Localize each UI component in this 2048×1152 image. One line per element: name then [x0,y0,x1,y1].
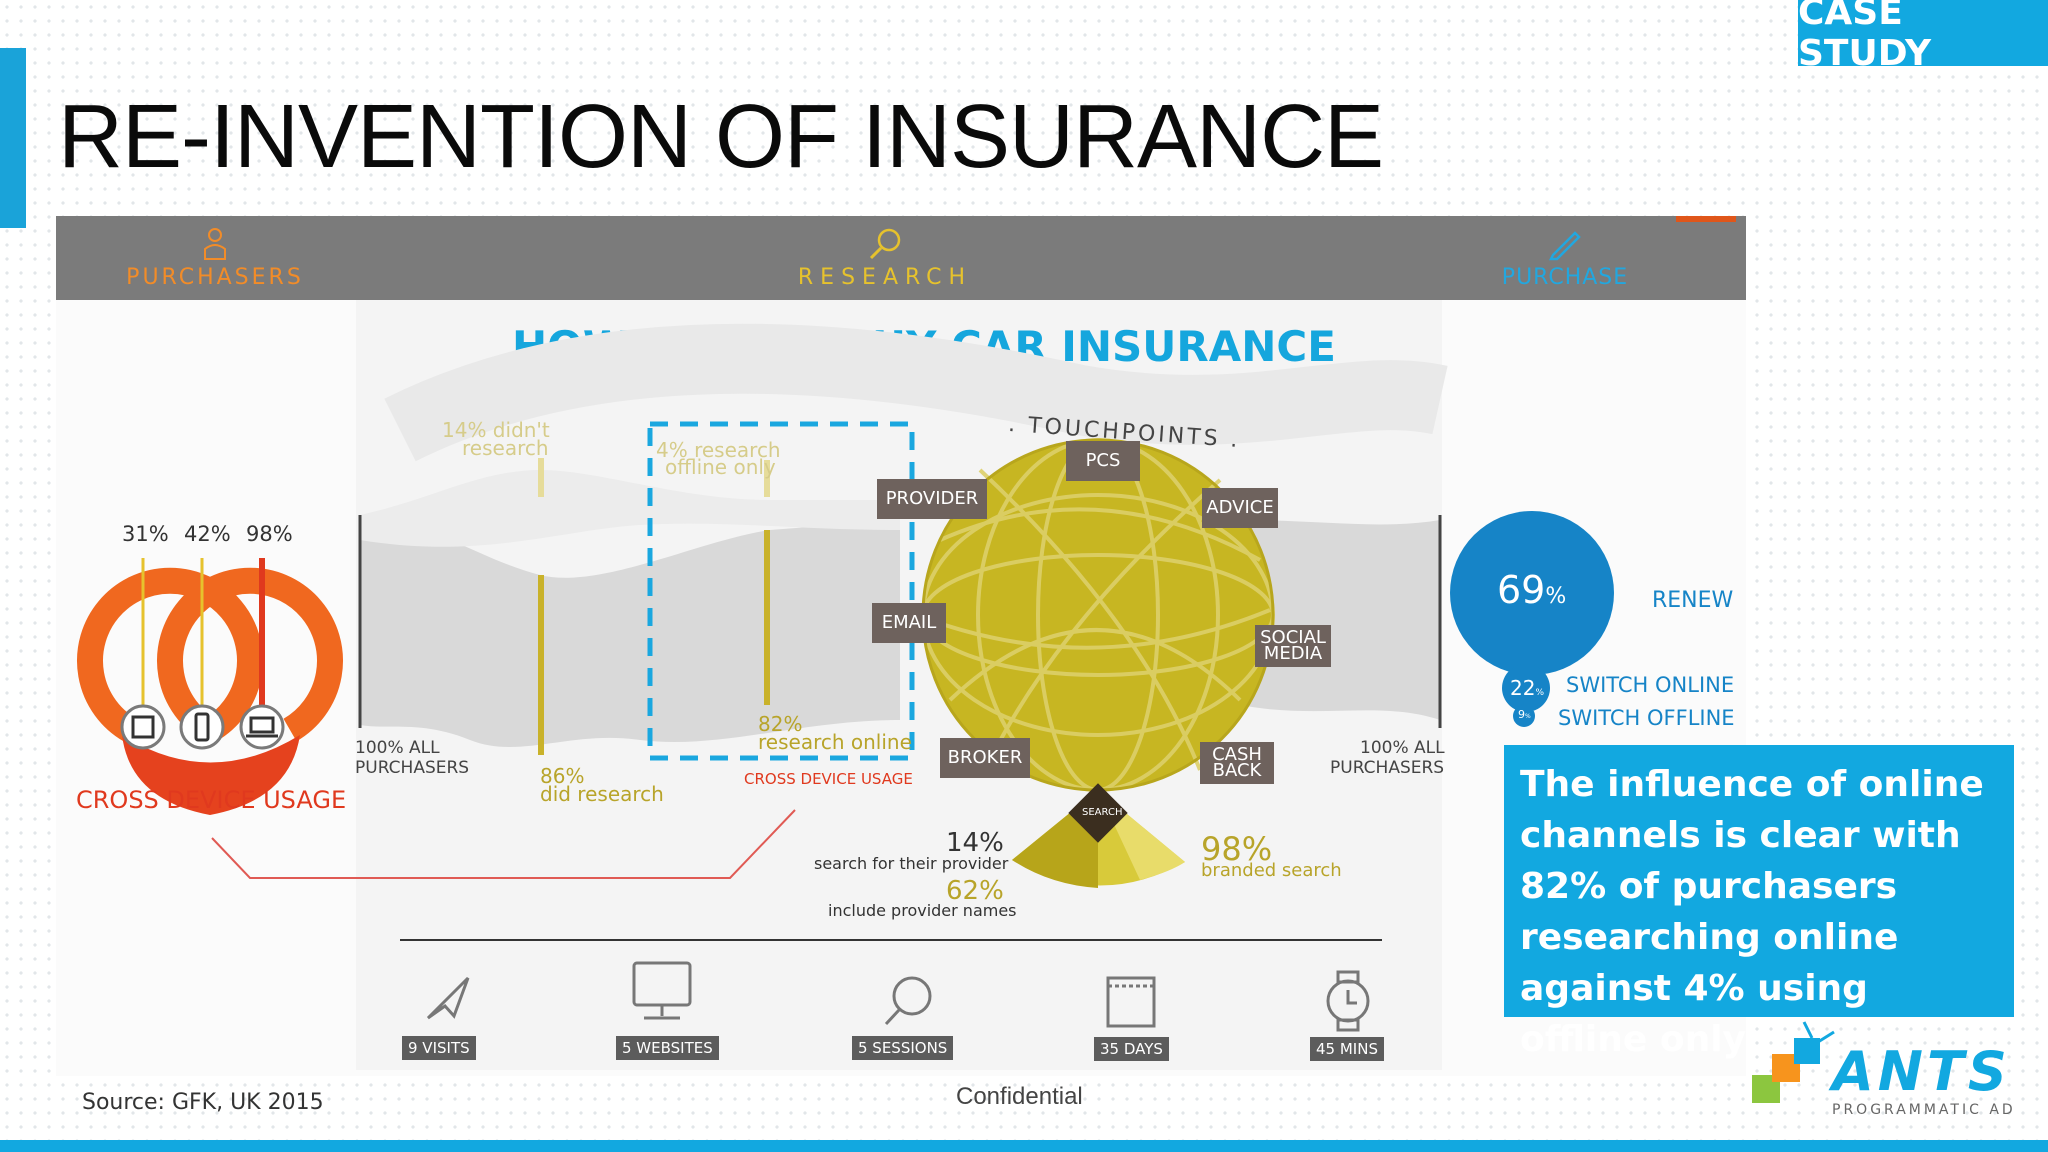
logo-mark-icon [1752,1021,1835,1103]
search-label: SEARCH [1082,807,1123,818]
device-pct-2: 42% [184,522,231,546]
offline-only-pct: 4% research [656,438,781,462]
person-icon [204,227,226,260]
nav-indicator [1676,216,1736,222]
provider-search-pct: 14% [946,828,1004,858]
switch-online-label: SWITCH ONLINE [1566,673,1735,697]
infographic-nav [56,216,1746,300]
switch-offline-pct: 9% [1518,708,1531,721]
touchpoint-email: EMAIL [872,603,946,643]
branded-search-text: branded search [1201,860,1342,881]
slide-title: RE-INVENTION OF INSURANCE [58,87,1384,187]
confidential-label: Confidential [956,1083,1083,1110]
ants-logo: ANTS PROGRAMMATIC AD [1752,1020,2042,1130]
journey-days: 35 DAYS [1094,1037,1169,1061]
nav-purchasers: PURCHASERS [120,216,310,300]
connector-line [211,809,796,879]
journey-websites: 5 WEBSITES [616,1036,719,1060]
magnifier-icon [869,228,901,259]
insight-callout: The influence of online channels is clea… [1504,745,2014,1060]
renew-bubble [1450,511,1614,675]
cursor-icon [426,976,470,1020]
provider-names-text: include provider names [828,901,1017,920]
watch-icon [1326,970,1370,1032]
cross-device-label: CROSS DEVICE USAGE [76,786,347,814]
switch-online-bubble [1502,664,1550,712]
accent-bar [0,48,26,228]
cross-device-note: CROSS DEVICE USAGE [744,770,913,788]
flow-band-right [1240,520,1440,720]
search-diamond [1068,783,1128,843]
all-purchasers-left-1: 100% ALL [355,738,440,758]
touchpoint-social-media: SOCIAL MEDIA [1255,625,1331,667]
background-swoosh [384,323,1448,462]
online-research-text: research online [758,730,912,754]
all-purchasers-left-2: PURCHASERS [355,758,470,778]
highlight-box [647,421,915,761]
journey-sessions: 5 SESSIONS [852,1036,954,1060]
renew-label: RENEW [1652,588,1734,613]
monitor-icon [632,961,692,1020]
tablet-icon [131,715,155,739]
provider-names-pct: 62% [946,876,1004,906]
all-purchasers-right-1: 100% ALL [1360,738,1445,758]
calendar-icon [1106,976,1156,1028]
device-pct-1: 31% [122,522,169,546]
provider-search-text: search for their provider [814,854,1009,873]
switch-online-pct: 22% [1510,676,1545,700]
logo-brand: ANTS [1832,1040,2011,1103]
switch-offline-bubble [1513,705,1535,727]
all-purchasers-right-2: PURCHASERS [1330,758,1445,778]
switch-offline-label: SWITCH OFFLINE [1558,706,1735,730]
nav-purchase: PURCHASE [1490,216,1640,300]
flow-band-top [360,470,900,547]
bottom-accent-bar [0,1140,2048,1152]
didnt-research-pct: 14% didn't [442,418,550,442]
touchpoint-broker: BROKER [940,738,1030,778]
touchpoint-pcs: PCS [1066,441,1140,481]
offline-only-text: offline only [665,455,776,479]
renew-pct: 69% [1497,568,1567,612]
touchpoint-advice: ADVICE [1202,488,1278,528]
device-pct-3: 98% [246,522,293,546]
didnt-research-text: research [462,436,549,460]
did-research-text: did research [540,782,664,806]
phone-icon [194,712,210,742]
touchpoint-provider: PROVIDER [877,479,987,519]
pencil-icon [1548,230,1581,260]
journey-mins: 45 MINS [1310,1037,1384,1061]
logo-tagline: PROGRAMMATIC AD [1832,1102,2016,1118]
did-research-pct: 86% [540,764,585,788]
online-research-pct: 82% [758,712,803,736]
source-note: Source: GFK, UK 2015 [82,1090,324,1115]
nav-research: RESEARCH [780,216,990,300]
branded-search-pct: 98% [1201,830,1273,868]
journey-visits: 9 VISITS [402,1036,476,1060]
magnifier-icon [884,976,932,1026]
touchpoint-cash-back: CASH BACK [1200,742,1274,784]
flow-band [360,515,900,748]
laptop-icon [246,716,278,738]
